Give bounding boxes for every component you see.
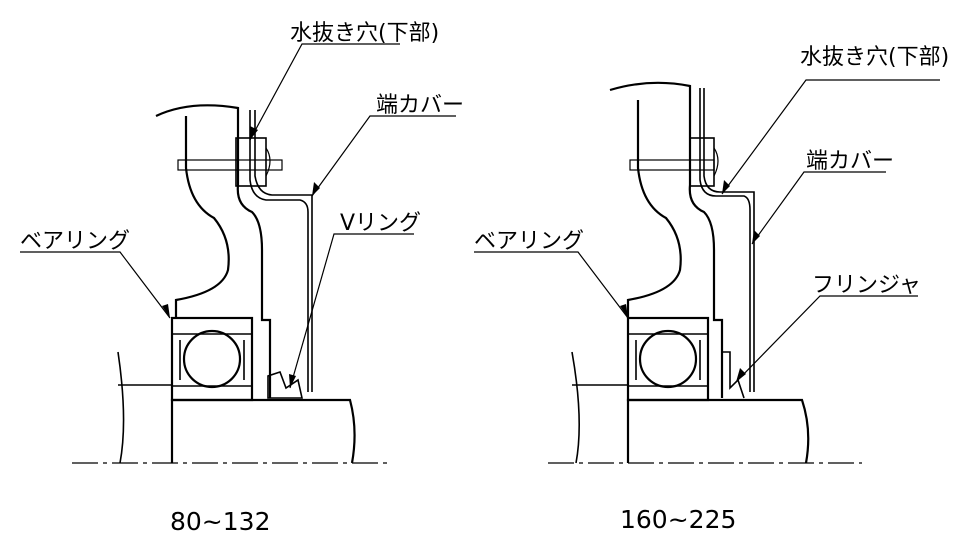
left-v-ring: [267, 370, 303, 399]
right-bearing-leader: [474, 251, 629, 319]
right-bolt-dome: [713, 147, 719, 177]
right-bearing-races: [628, 333, 708, 387]
right-bearing-ball: [638, 329, 698, 389]
right-flinger: [721, 351, 745, 399]
left-bearing-label: ベアリング: [20, 229, 130, 254]
right-bearing-label: ベアリング: [474, 229, 584, 254]
left-shaft-break-line: [117, 351, 125, 464]
left-bolt: [177, 159, 283, 171]
left-vring-label: Vリング: [340, 211, 421, 236]
left-size-range: 80~132: [170, 507, 270, 536]
right-shaft: [626, 398, 810, 464]
right-bolt: [629, 159, 715, 171]
right-bracket: [609, 81, 724, 398]
left-bolt-dome: [265, 147, 271, 177]
left-vring-leader: [289, 233, 414, 389]
left-drain-leader: [249, 43, 400, 141]
left-bracket: [155, 104, 272, 398]
left-section-view: 水抜き穴(下部) 端カバー Vリング ベアリング 80~132: [20, 21, 464, 536]
right-cover-leader: [751, 171, 886, 245]
left-drain-hole-label: 水抜き穴(下部): [290, 21, 439, 46]
left-cover-leader: [311, 115, 456, 197]
left-bearing-ball: [182, 329, 242, 389]
left-bearing: [170, 316, 254, 402]
right-end-cover-inner: [703, 88, 755, 392]
left-bearing-leader: [20, 251, 171, 319]
right-end-cover-label: 端カバー: [806, 149, 894, 174]
right-section-view: 水抜き穴(下部) 端カバー フリンジャ ベアリング 160~225: [474, 45, 949, 534]
right-bearing: [626, 316, 710, 402]
left-end-cover-inner: [254, 110, 313, 392]
left-end-cover: [249, 110, 309, 392]
right-shaft-break-line: [571, 351, 580, 464]
right-drain-hole-label: 水抜き穴(下部): [800, 45, 949, 70]
left-end-cover-label: 端カバー: [376, 93, 464, 118]
left-shaft: [170, 398, 356, 464]
left-bolt-head: [235, 137, 267, 187]
right-flinger-leader: [735, 295, 918, 383]
right-bolt-head: [689, 137, 715, 187]
right-drain-leader: [721, 79, 940, 195]
left-bearing-races: [172, 333, 252, 387]
right-flinger-label: フリンジャ: [812, 273, 921, 298]
right-size-range: 160~225: [620, 505, 736, 534]
